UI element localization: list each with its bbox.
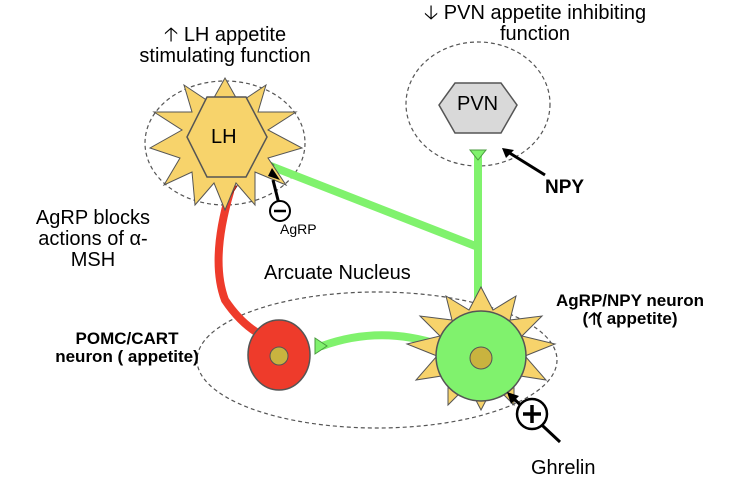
pointer-arrows [271,150,562,444]
agrp-blocks-label: AgRP blocks actions of α- MSH [35,207,151,271]
lh-region [144,80,306,206]
agrp-small-label: AgRP [280,221,317,237]
pomc-green-terminal [314,337,328,355]
pvn-title: 🡣 PVN appetite inhibiting function [423,2,647,45]
arcuate-nucleus-label: Arcuate Nucleus [264,262,411,284]
agrp-npy-neuron-label: AgRP/NPY neuron (🡡( appetite) [556,291,704,328]
up-arrow-icon: 🡡 [588,308,601,328]
npy-arrow-head [502,148,514,158]
pomc-axon [214,188,276,344]
pvn-cell-label: PVN [457,93,499,115]
npy-axons [264,151,482,350]
pomc-nucleus [269,346,289,366]
ghrelin-label: Ghrelin [531,457,596,479]
agrp-npy-nucleus [469,346,493,370]
down-arrow-icon: 🡣 [423,2,439,24]
pvn-terminal [468,149,488,161]
arcuate-nucleus-region [196,291,558,429]
ghrelin-arrow-head [507,392,519,404]
pomc-neuron-label: POMC/CART neuron ( appetite) [55,329,199,366]
lh-title: 🡡 LH appetite stimulating function [139,24,311,67]
lh-cell-label: LH [211,126,237,148]
up-arrow-icon: 🡡 [163,24,179,46]
agrp-arrow-head [268,168,280,180]
npy-label: NPY [545,177,585,198]
lh-hexagon [186,96,268,178]
pvn-hexagon [438,82,518,134]
